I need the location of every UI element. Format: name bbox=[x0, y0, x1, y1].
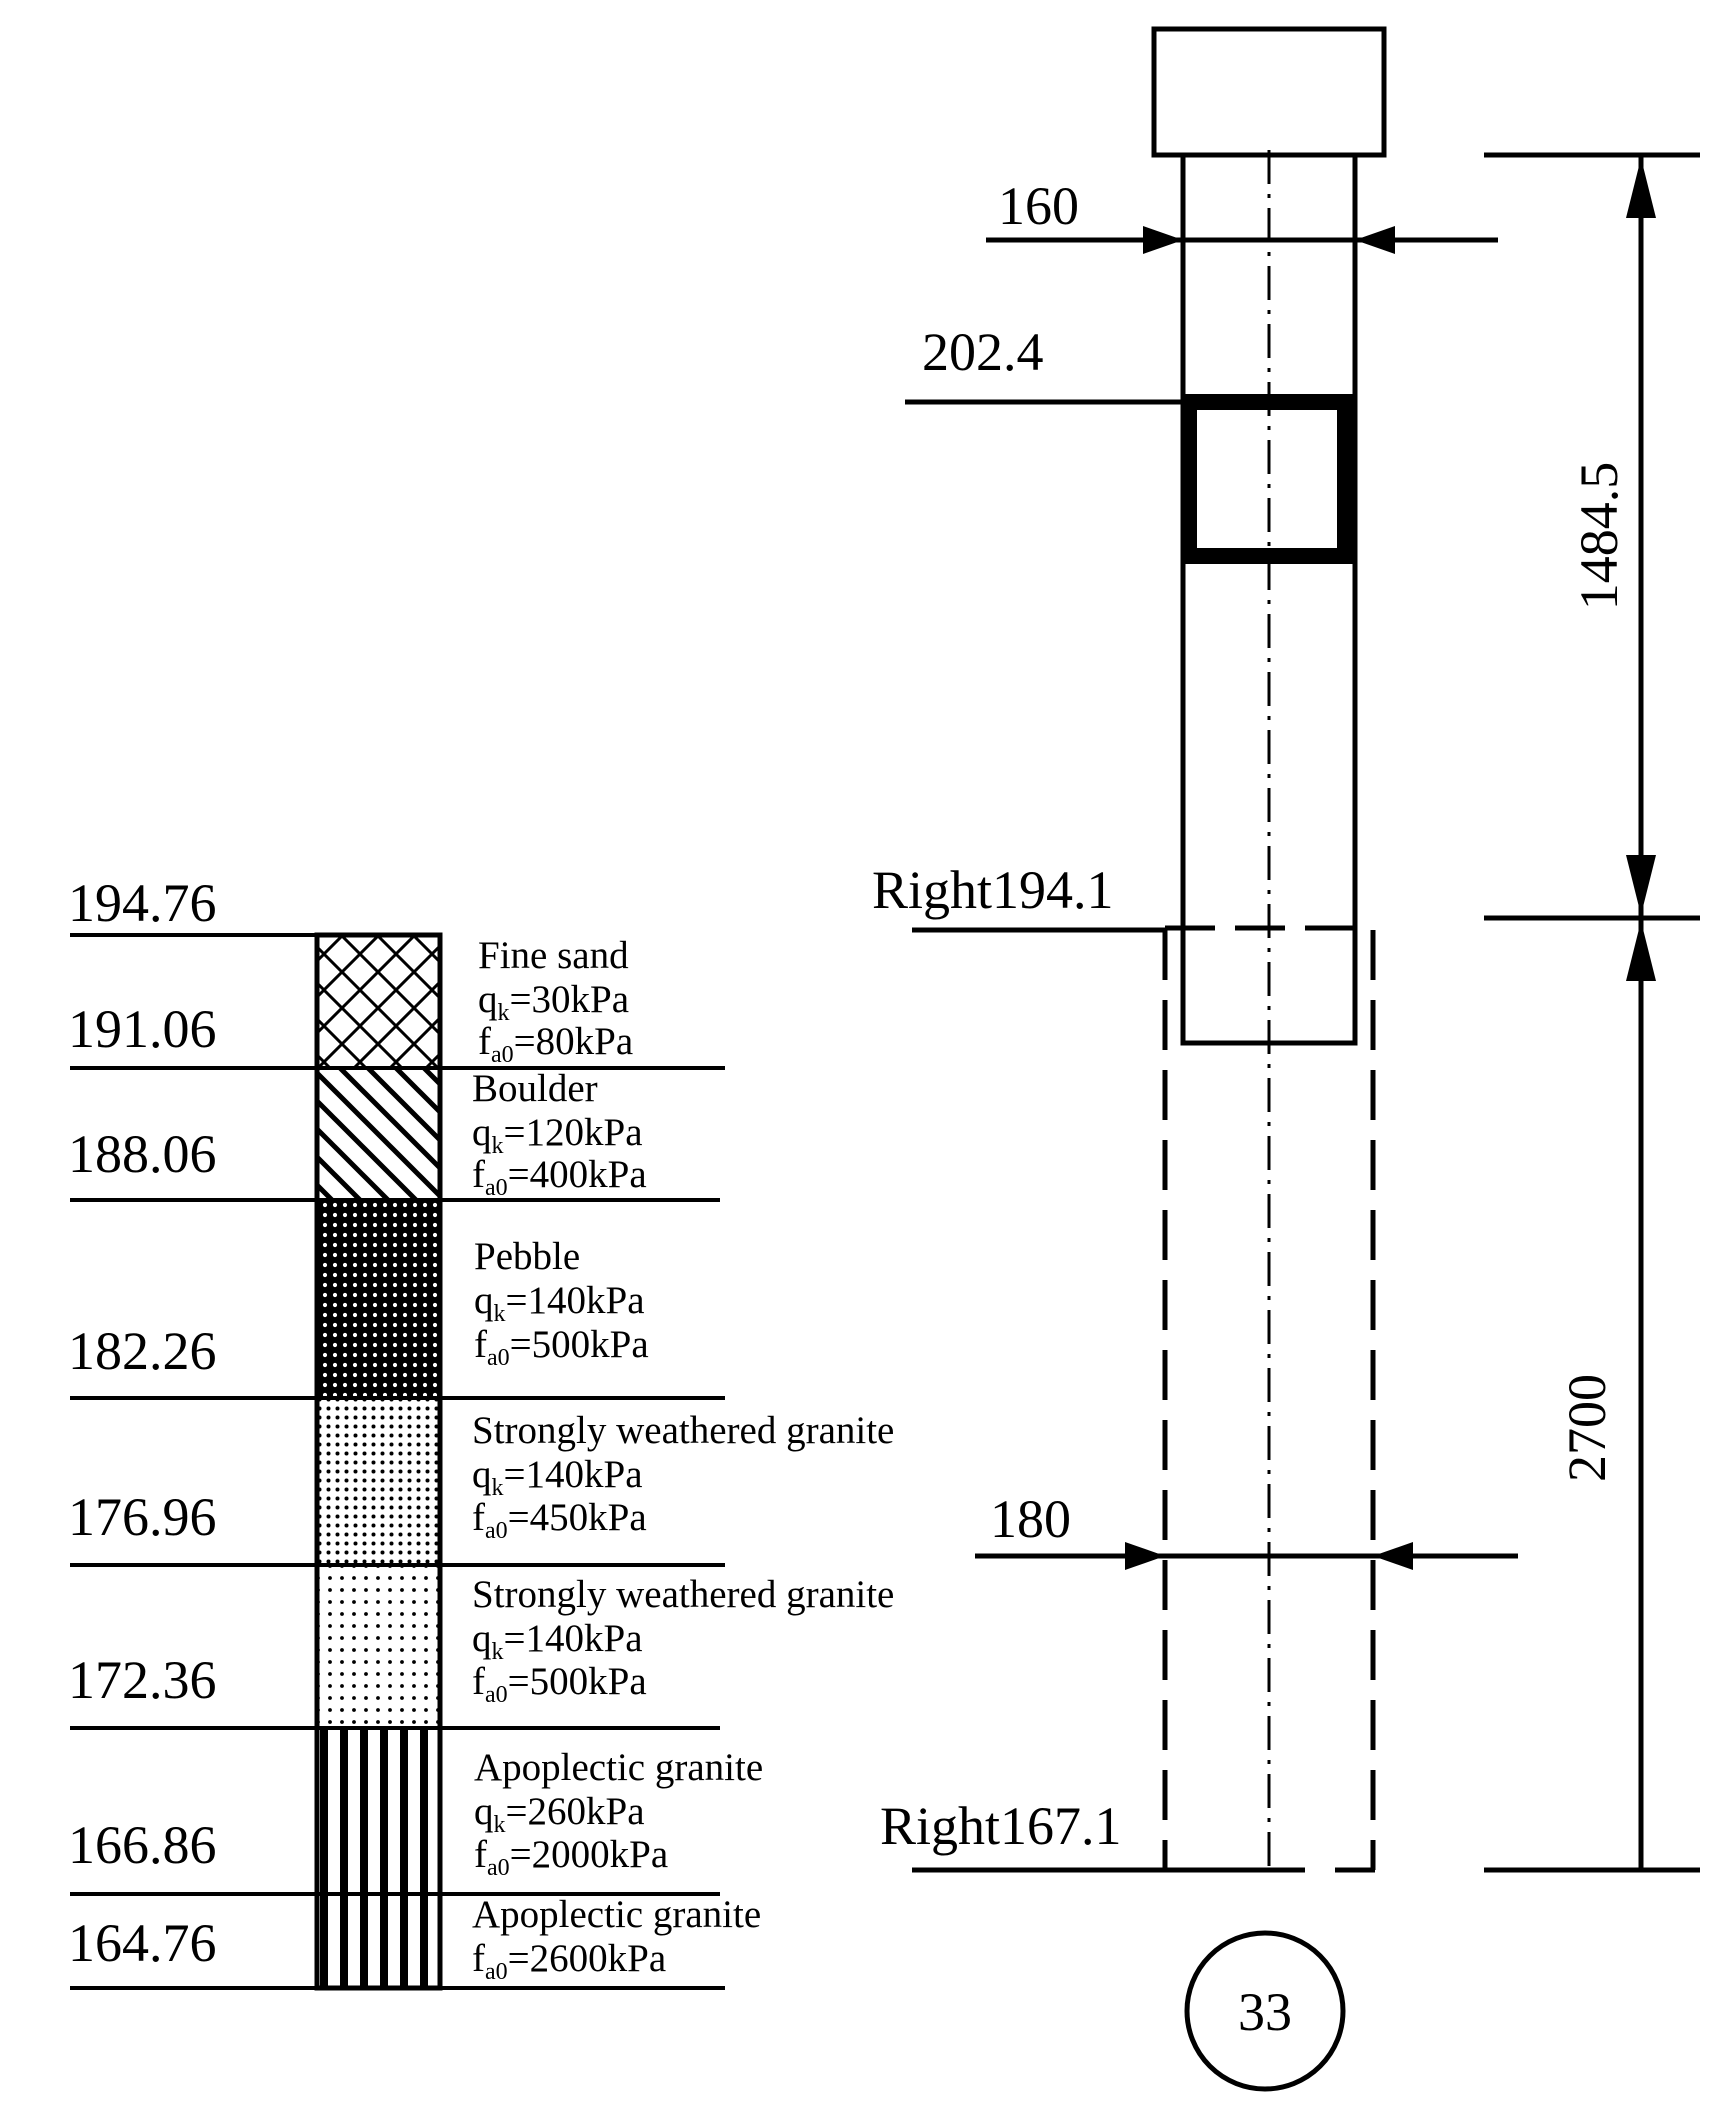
layer-fa0: fa0=500kPa bbox=[474, 1323, 649, 1371]
section-mark-label: 202.4 bbox=[922, 322, 1044, 382]
pier-cap bbox=[1151, 26, 1387, 158]
elevation-label: 176.96 bbox=[68, 1487, 217, 1547]
dimension-arrow-head bbox=[1626, 855, 1656, 915]
layer-qk: qk=260kPa bbox=[474, 1790, 645, 1838]
layer-fill-boulder bbox=[317, 1068, 440, 1200]
layer-name: Fine sand bbox=[478, 934, 629, 977]
layer-label-pebble: Pebble qk=140kPa fa0=500kPa bbox=[474, 1235, 649, 1371]
layer-qk: qk=140kPa bbox=[472, 1617, 643, 1665]
layer-qk: qk=140kPa bbox=[474, 1279, 645, 1327]
layer-fa0: fa0=500kPa bbox=[472, 1660, 647, 1708]
elevation-label: 182.26 bbox=[68, 1321, 217, 1381]
pier-number-label: 33 bbox=[1238, 1982, 1292, 2042]
layer-qk: qk=30kPa bbox=[478, 978, 629, 1026]
layer-label-apoplectic-granite-1: Apoplectic granite qk=260kPa fa0=2000kPa bbox=[474, 1746, 763, 1881]
elevation-label: 194.76 bbox=[68, 873, 217, 933]
soil-profile: 194.76 191.06 188.06 182.26 176.96 172.3… bbox=[68, 873, 894, 1991]
layer-name: Apoplectic granite bbox=[474, 1746, 763, 1789]
layer-label-boulder: Boulder qk=120kPa fa0=400kPa bbox=[472, 1067, 647, 1201]
layer-fill-strongly-weathered-granite-2 bbox=[317, 1565, 440, 1728]
layer-qk: qk=140kPa bbox=[472, 1453, 643, 1501]
layer-name: Strongly weathered granite bbox=[472, 1573, 894, 1616]
layer-fill-apoplectic-granite-1 bbox=[317, 1728, 440, 1894]
layer-name: Apoplectic granite bbox=[472, 1893, 761, 1936]
layer-fill-strongly-weathered-granite-1 bbox=[317, 1398, 440, 1565]
upper-diameter-label: 160 bbox=[998, 176, 1079, 236]
pile-drawing: 160 202.4 Right194.1 180 Right167.1 1484… bbox=[872, 26, 1700, 2092]
elevation-label: 166.86 bbox=[68, 1815, 217, 1875]
layer-fa0: fa0=2000kPa bbox=[474, 1833, 668, 1881]
layer-label-strongly-weathered-granite-1: Strongly weathered granite qk=140kPa fa0… bbox=[472, 1409, 894, 1544]
pier-number-circle bbox=[1184, 1930, 1346, 2092]
dimension-arrow-head bbox=[1373, 1542, 1413, 1570]
pile-tip-elevation-label: Right167.1 bbox=[880, 1796, 1122, 1856]
elevation-label: 191.06 bbox=[68, 999, 217, 1059]
lower-diameter-label: 180 bbox=[990, 1489, 1071, 1549]
layer-fill-pebble bbox=[317, 1200, 440, 1398]
layer-name: Strongly weathered granite bbox=[472, 1409, 894, 1452]
ground-elevation-label: Right194.1 bbox=[872, 860, 1114, 920]
elevation-label: 164.76 bbox=[68, 1913, 217, 1973]
dimension-arrow-head bbox=[1355, 226, 1395, 254]
layer-fill-fine-sand bbox=[317, 935, 440, 1068]
layer-label-apoplectic-granite-2: Apoplectic granite fa0=2600kPa bbox=[472, 1893, 761, 1985]
dimension-arrow-head bbox=[1626, 921, 1656, 981]
layer-qk: qk=120kPa bbox=[472, 1111, 643, 1159]
layer-name: Pebble bbox=[474, 1235, 580, 1278]
layer-fa0: fa0=450kPa bbox=[472, 1496, 647, 1544]
dimension-arrow-head bbox=[1626, 158, 1656, 218]
elevation-label: 188.06 bbox=[68, 1124, 217, 1184]
layer-label-fine-sand: Fine sand qk=30kPa fa0=80kPa bbox=[478, 934, 633, 1068]
section-block bbox=[1181, 394, 1353, 564]
layer-label-strongly-weathered-granite-2: Strongly weathered granite qk=140kPa fa0… bbox=[472, 1573, 894, 1708]
dimension-arrow-head bbox=[1143, 226, 1183, 254]
elevation-label: 172.36 bbox=[68, 1650, 217, 1710]
layer-fa0: fa0=400kPa bbox=[472, 1153, 647, 1201]
layer-fill-apoplectic-granite-2 bbox=[317, 1894, 440, 1988]
lower-length-label: 2700 bbox=[1557, 1374, 1617, 1482]
dimension-arrow-head bbox=[1125, 1542, 1165, 1570]
layer-fa0: fa0=2600kPa bbox=[472, 1937, 666, 1985]
upper-length-label: 1484.5 bbox=[1569, 462, 1629, 611]
layer-name: Boulder bbox=[472, 1067, 598, 1110]
layer-fa0: fa0=80kPa bbox=[478, 1020, 633, 1068]
